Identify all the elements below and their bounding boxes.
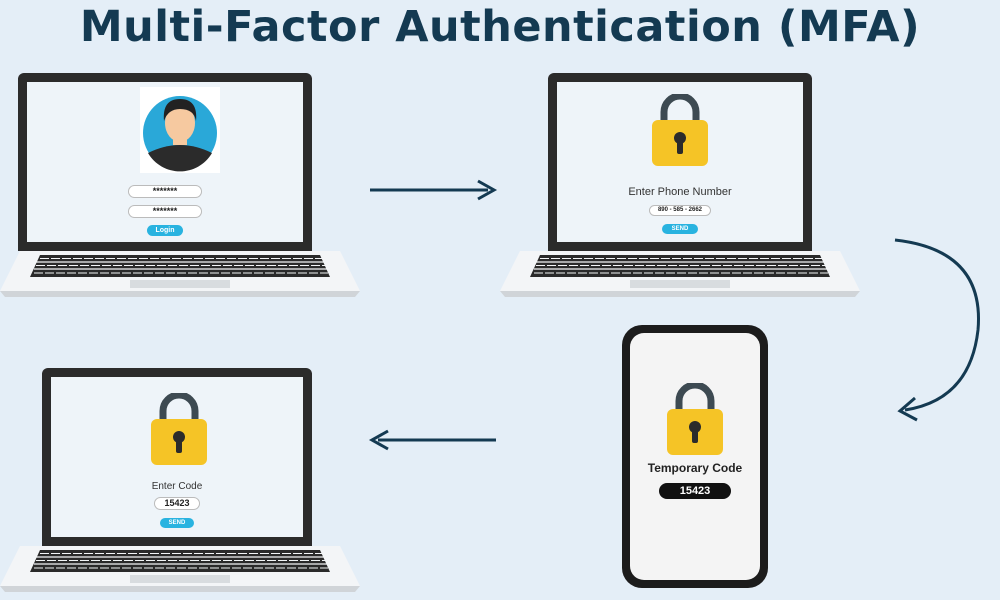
enter-code-label: Enter Code (151, 481, 203, 492)
laptop-screen: ******* ******* Login (18, 73, 312, 251)
user-avatar-icon (140, 87, 220, 173)
arrow-curved-icon (894, 238, 981, 422)
password-confirm-field[interactable]: ******* (128, 205, 202, 218)
smartphone: Temporary Code 15423 (622, 325, 768, 588)
arrow-left-icon (368, 429, 496, 451)
code-field[interactable]: 15423 (154, 497, 200, 510)
lock-icon (667, 383, 723, 457)
temporary-code: 15423 (659, 483, 731, 499)
laptop-keyboard (500, 251, 860, 298)
send-button[interactable]: SEND (160, 518, 194, 528)
lock-icon (151, 393, 207, 467)
laptop-screen: Enter Code 15423 SEND (42, 368, 312, 546)
laptop-keyboard (0, 251, 360, 298)
arrow-right-icon (370, 179, 498, 201)
password-field[interactable]: ******* (128, 185, 202, 198)
send-button[interactable]: SEND (662, 224, 698, 234)
phone-number-field[interactable]: 890 - 585 - 2662 (649, 205, 711, 216)
laptop-keyboard (0, 546, 360, 593)
temporary-code-label: Temporary Code (647, 461, 743, 475)
lock-icon (652, 94, 708, 168)
enter-phone-label: Enter Phone Number (628, 186, 732, 198)
login-button[interactable]: Login (147, 225, 183, 236)
laptop-screen: Enter Phone Number 890 - 585 - 2662 SEND (548, 73, 812, 251)
page-title: Multi-Factor Authentication (MFA) (79, 2, 921, 52)
